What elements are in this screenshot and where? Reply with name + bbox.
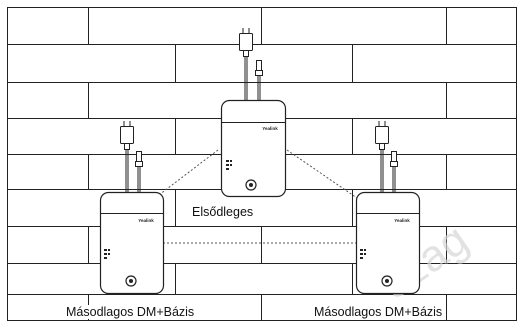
usb-connector-icon — [255, 60, 263, 76]
secondary-device-right: Yealink — [355, 121, 421, 295]
wireless-links — [154, 149, 358, 244]
primary-device-label: Elsődleges — [190, 205, 256, 219]
device-body — [355, 191, 421, 295]
primary-device: Yealink — [220, 28, 287, 198]
secondary-left-device-label: Másodlagos DM+Bázis — [64, 305, 197, 319]
usb-connector-icon — [390, 151, 398, 167]
status-led-icon — [104, 249, 110, 259]
power-adapter-icon — [375, 121, 389, 150]
cables — [244, 56, 261, 100]
secondary-device-left: Yealink — [99, 121, 165, 295]
usb-connector-icon — [135, 151, 143, 167]
brand-logo: Yealink — [138, 218, 154, 223]
brand-logo: Yealink — [262, 126, 278, 131]
round-button-icon — [245, 179, 257, 191]
power-adapter-icon — [239, 28, 253, 57]
round-button-icon — [125, 275, 137, 287]
cables — [380, 149, 396, 192]
cables — [125, 149, 141, 192]
secondary-right-device-label: Másodlagos DM+Bázis — [312, 305, 445, 319]
status-led-icon — [360, 249, 366, 259]
status-led-icon — [226, 160, 232, 170]
wall-joint-lines — [88, 7, 447, 321]
device-body — [220, 99, 287, 198]
device-body — [99, 191, 165, 295]
brand-logo: Yealink — [394, 218, 410, 223]
power-adapter-icon — [120, 121, 134, 150]
brick-wall — [7, 7, 517, 321]
round-button-icon — [381, 275, 393, 287]
link-primary-left — [154, 149, 219, 199]
link-primary-right — [286, 149, 358, 199]
